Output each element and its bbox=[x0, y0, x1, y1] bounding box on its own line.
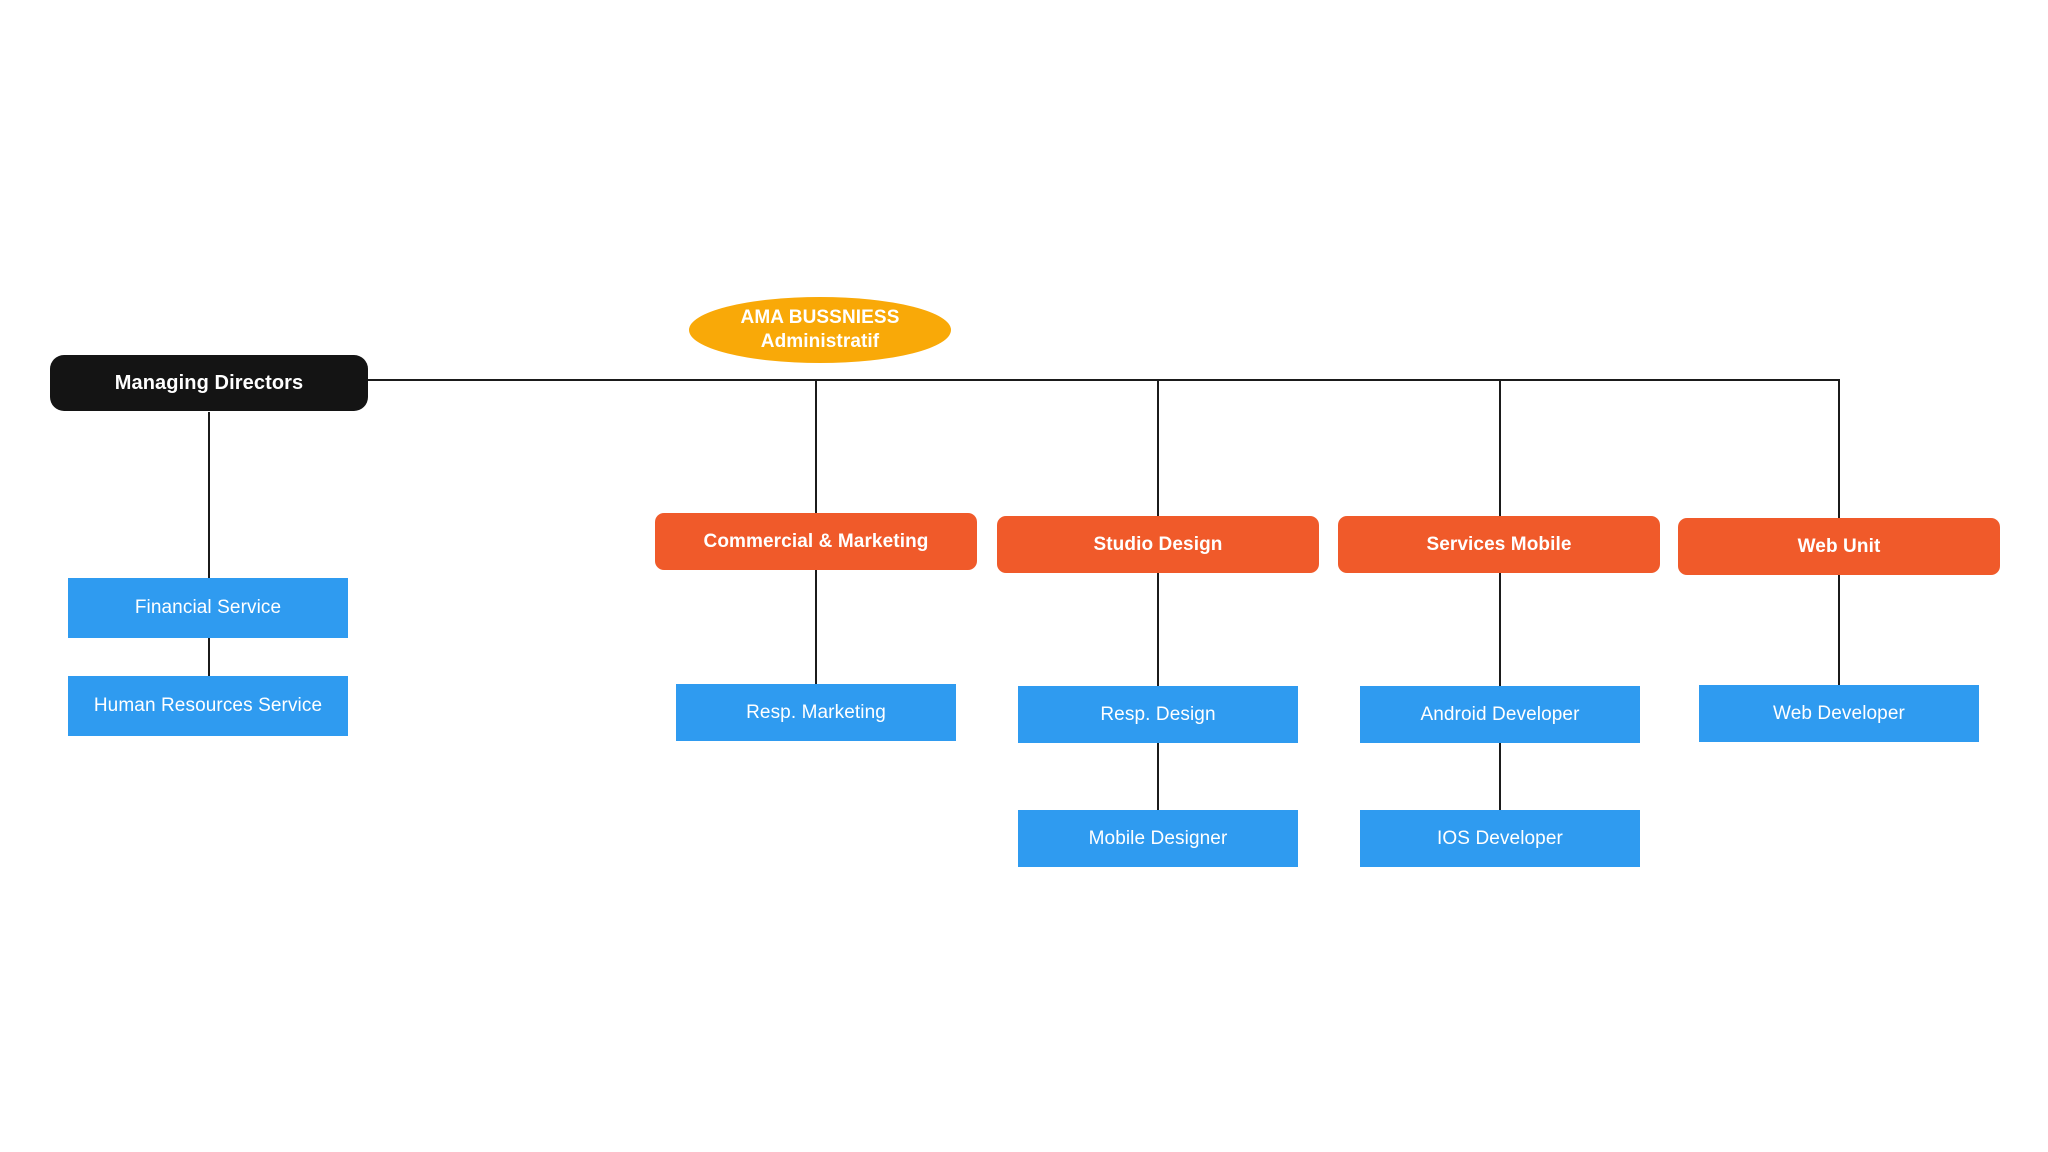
role-node-resp-design[interactable]: Resp. Design bbox=[1018, 686, 1298, 743]
connector-android-to-ios bbox=[1499, 730, 1501, 810]
department-node-label: Services Mobile bbox=[1426, 533, 1572, 555]
connector-resp-design-to-mobile-designer bbox=[1157, 730, 1159, 810]
department-node-label: Web Unit bbox=[1797, 535, 1881, 557]
connector-services-mobile-to-android bbox=[1499, 573, 1501, 686]
role-node-web-developer[interactable]: Web Developer bbox=[1699, 685, 1979, 742]
role-node-financial-service[interactable]: Financial Service bbox=[68, 578, 348, 638]
connector-trunk-to-commercial bbox=[815, 379, 817, 513]
department-node-services-mobile[interactable]: Services Mobile bbox=[1338, 516, 1660, 573]
role-node-label: Resp. Design bbox=[1100, 703, 1216, 725]
role-node-label: Web Developer bbox=[1773, 702, 1905, 724]
department-node-studio-design[interactable]: Studio Design bbox=[997, 516, 1319, 573]
connector-web-unit-to-web-developer bbox=[1838, 575, 1840, 685]
connector-trunk-to-web-unit bbox=[1838, 379, 1840, 518]
connector-studio-to-resp-design bbox=[1157, 573, 1159, 686]
root-node-label: Managing Directors bbox=[114, 371, 304, 394]
connector-trunk-horizontal bbox=[368, 379, 1840, 381]
role-node-mobile-designer[interactable]: Mobile Designer bbox=[1018, 810, 1298, 867]
role-node-human-resources-service[interactable]: Human Resources Service bbox=[68, 676, 348, 736]
title-node-line2: Administratif bbox=[760, 331, 880, 352]
connector-trunk-to-services-mobile bbox=[1499, 379, 1501, 516]
title-node-ama-bussniess[interactable]: AMA BUSSNIESS Administratif bbox=[689, 297, 951, 363]
role-node-label: IOS Developer bbox=[1437, 827, 1563, 849]
department-node-label: Commercial & Marketing bbox=[703, 530, 929, 552]
role-node-label: Mobile Designer bbox=[1088, 827, 1228, 849]
department-node-web-unit[interactable]: Web Unit bbox=[1678, 518, 2000, 575]
role-node-ios-developer[interactable]: IOS Developer bbox=[1360, 810, 1640, 867]
role-node-label: Resp. Marketing bbox=[746, 701, 886, 723]
department-node-commercial-marketing[interactable]: Commercial & Marketing bbox=[655, 513, 977, 570]
title-node-line1: AMA BUSSNIESS bbox=[740, 307, 900, 329]
connector-root-to-financial bbox=[208, 412, 210, 578]
role-node-resp-marketing[interactable]: Resp. Marketing bbox=[676, 684, 956, 741]
connector-trunk-to-studio bbox=[1157, 379, 1159, 516]
department-node-label: Studio Design bbox=[1093, 533, 1223, 555]
connector-financial-to-hr bbox=[208, 638, 210, 688]
root-node-managing-directors[interactable]: Managing Directors bbox=[50, 355, 368, 411]
role-node-label: Financial Service bbox=[134, 597, 282, 619]
connector-commercial-to-resp-marketing bbox=[815, 570, 817, 684]
role-node-android-developer[interactable]: Android Developer bbox=[1360, 686, 1640, 743]
role-node-label: Android Developer bbox=[1420, 703, 1580, 725]
role-node-label: Human Resources Service bbox=[93, 695, 323, 717]
